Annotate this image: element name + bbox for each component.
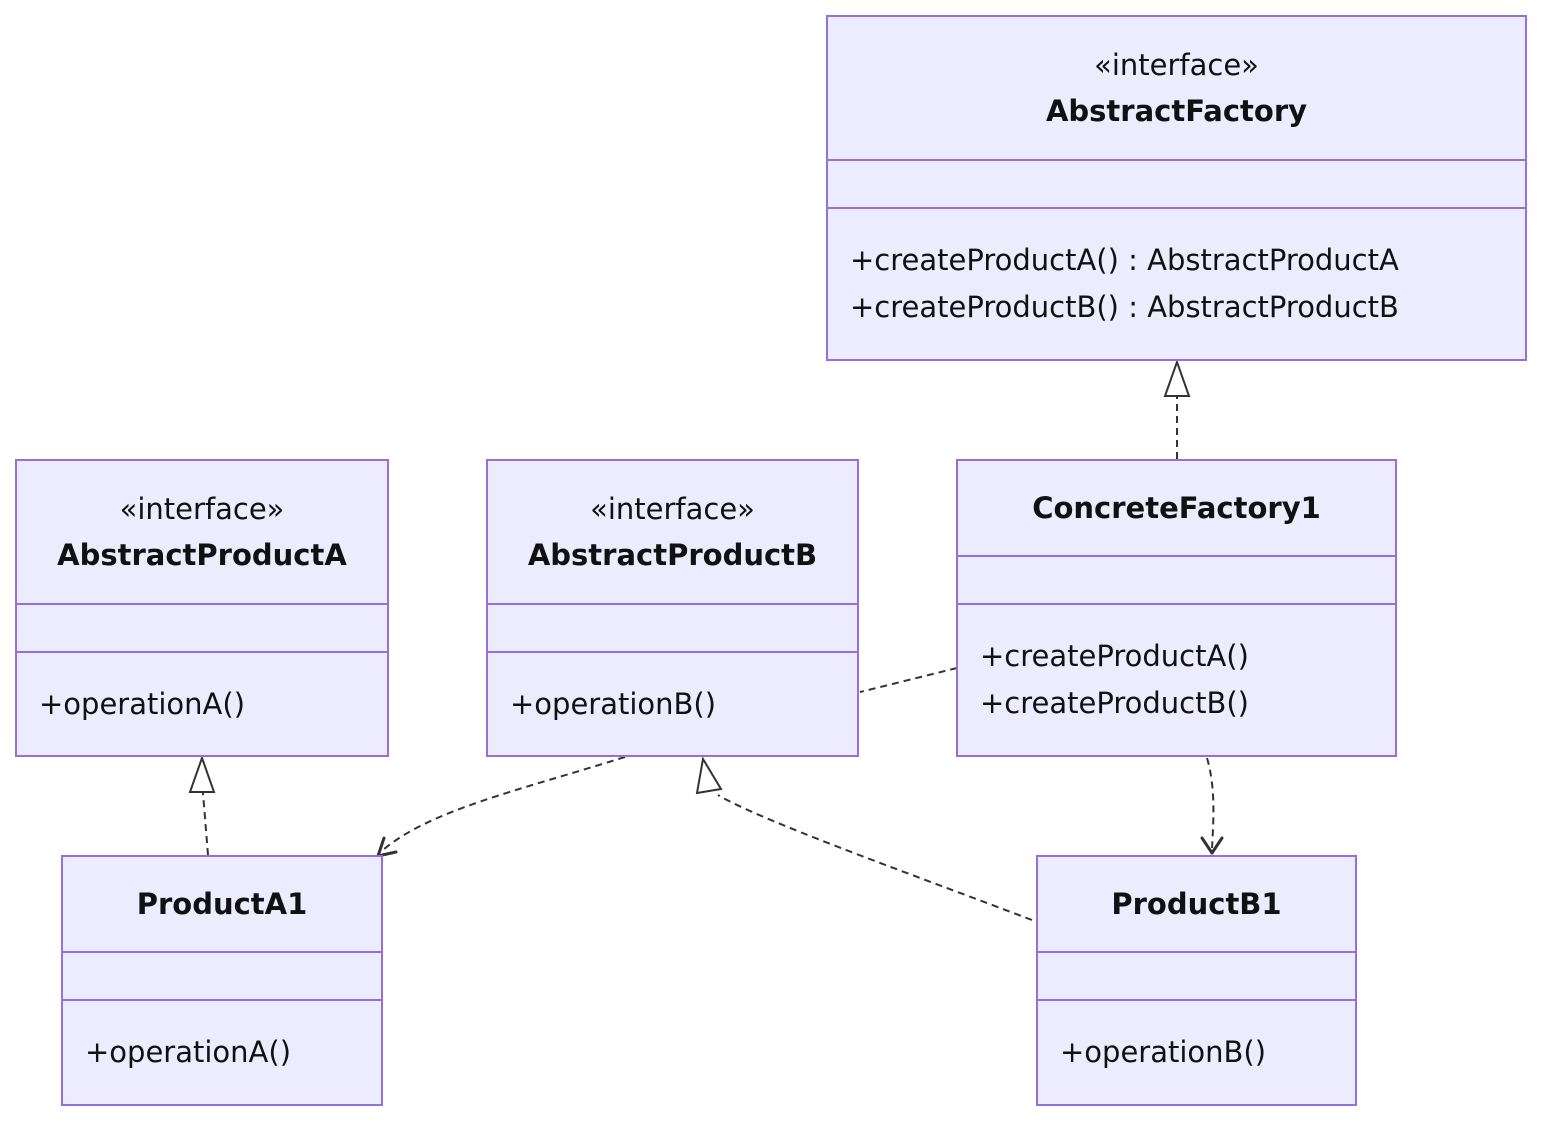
edge-productb1-realizes-abstractproductb <box>695 756 1033 921</box>
class-attributes <box>17 605 387 653</box>
edge-producta1-realizes-abstractproducta <box>188 754 216 856</box>
class-attributes <box>958 557 1395 605</box>
class-methods: +operationA() <box>63 1001 381 1104</box>
class-attributes <box>63 953 381 1001</box>
class-methods: +createProductA() +createProductB() <box>958 605 1395 755</box>
class-concretefactory1: ConcreteFactory1 +createProductA() +crea… <box>956 459 1397 757</box>
class-abstractproductb: «interface» AbstractProductB +operationB… <box>486 459 859 757</box>
realization-arrowhead-icon <box>695 756 723 795</box>
class-name: ProductA1 <box>136 887 308 921</box>
class-methods: +operationB() <box>1038 1001 1355 1104</box>
class-header: «interface» AbstractProductA <box>17 461 387 605</box>
class-method: +createProductA() : AbstractProductA <box>850 243 1399 277</box>
class-attributes <box>828 161 1525 209</box>
class-method: +operationB() <box>1060 1035 1267 1069</box>
dependency-arrowhead-icon <box>1200 836 1224 855</box>
class-method: +operationA() <box>39 686 246 721</box>
class-method: +operationB() <box>510 686 717 721</box>
class-method: +operationA() <box>85 1035 292 1069</box>
class-header: «interface» AbstractFactory <box>828 17 1525 161</box>
class-method: +createProductB() <box>980 686 1249 720</box>
realization-arrowhead-icon <box>1163 358 1191 397</box>
class-producta1: ProductA1 +operationA() <box>61 855 383 1106</box>
class-productb1: ProductB1 +operationB() <box>1036 855 1357 1106</box>
class-attributes <box>1038 953 1355 1001</box>
class-name: ProductB1 <box>1111 887 1282 921</box>
edge-concretefactory1-realizes-abstractfactory <box>1163 358 1191 459</box>
class-abstractfactory: «interface» AbstractFactory +createProdu… <box>826 15 1527 361</box>
class-stereotype: «interface» <box>1094 48 1259 82</box>
class-header: ConcreteFactory1 <box>958 461 1395 557</box>
class-stereotype: «interface» <box>590 492 755 526</box>
class-name: AbstractProductA <box>57 538 347 572</box>
class-methods: +createProductA() : AbstractProductA +cr… <box>828 209 1525 359</box>
class-header: ProductA1 <box>63 857 381 953</box>
class-methods: +operationA() <box>17 653 387 755</box>
class-methods: +operationB() <box>488 653 857 755</box>
class-name: AbstractProductB <box>527 538 818 572</box>
class-header: «interface» AbstractProductB <box>488 461 857 605</box>
class-abstractproducta: «interface» AbstractProductA +operationA… <box>15 459 389 757</box>
class-name: AbstractFactory <box>1045 94 1308 128</box>
class-method: +createProductB() : AbstractProductB <box>850 290 1399 324</box>
class-header: ProductB1 <box>1038 857 1355 953</box>
class-stereotype: «interface» <box>119 492 285 526</box>
class-name: ConcreteFactory1 <box>1032 491 1321 525</box>
realization-arrowhead-icon <box>188 754 216 793</box>
class-method: +createProductA() <box>980 639 1249 673</box>
edge-concretefactory1-depends-productb1 <box>1200 757 1224 855</box>
class-attributes <box>488 605 857 653</box>
